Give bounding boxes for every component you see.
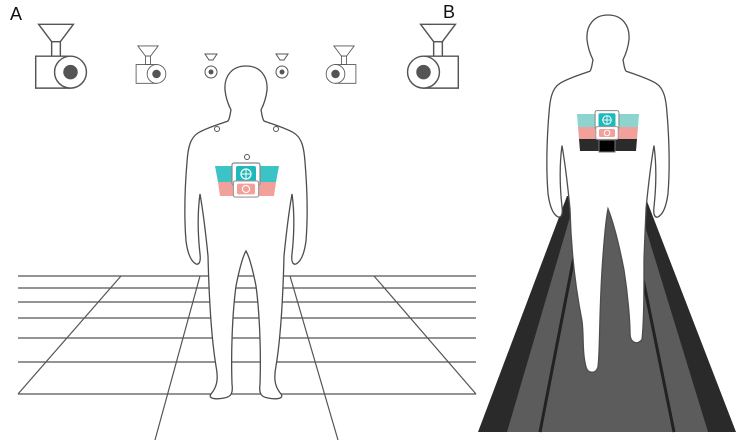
treadmill bbox=[478, 196, 736, 433]
sensor-belt-a bbox=[215, 162, 279, 198]
panel-label-b: B bbox=[443, 2, 456, 22]
imu-sensor-icon bbox=[595, 126, 619, 140]
imu-sensor-icon bbox=[598, 139, 616, 153]
imu-sensor-icon bbox=[232, 180, 260, 198]
motion-capture-camera-icon bbox=[275, 53, 289, 79]
lab-floor-grid bbox=[17, 275, 477, 441]
motion-capture-camera-icon bbox=[406, 23, 460, 89]
panel-label-a: A bbox=[10, 4, 23, 24]
subject-body-a bbox=[184, 65, 308, 400]
motion-capture-camera-icon bbox=[135, 45, 167, 84]
marker-dots bbox=[214, 126, 279, 160]
motion-capture-camera-icon bbox=[204, 53, 218, 79]
motion-capture-camera-icon bbox=[34, 23, 88, 89]
sensor-belt-b bbox=[577, 110, 639, 153]
motion-capture-camera-icon bbox=[325, 45, 357, 84]
subject-body-b bbox=[546, 14, 670, 373]
